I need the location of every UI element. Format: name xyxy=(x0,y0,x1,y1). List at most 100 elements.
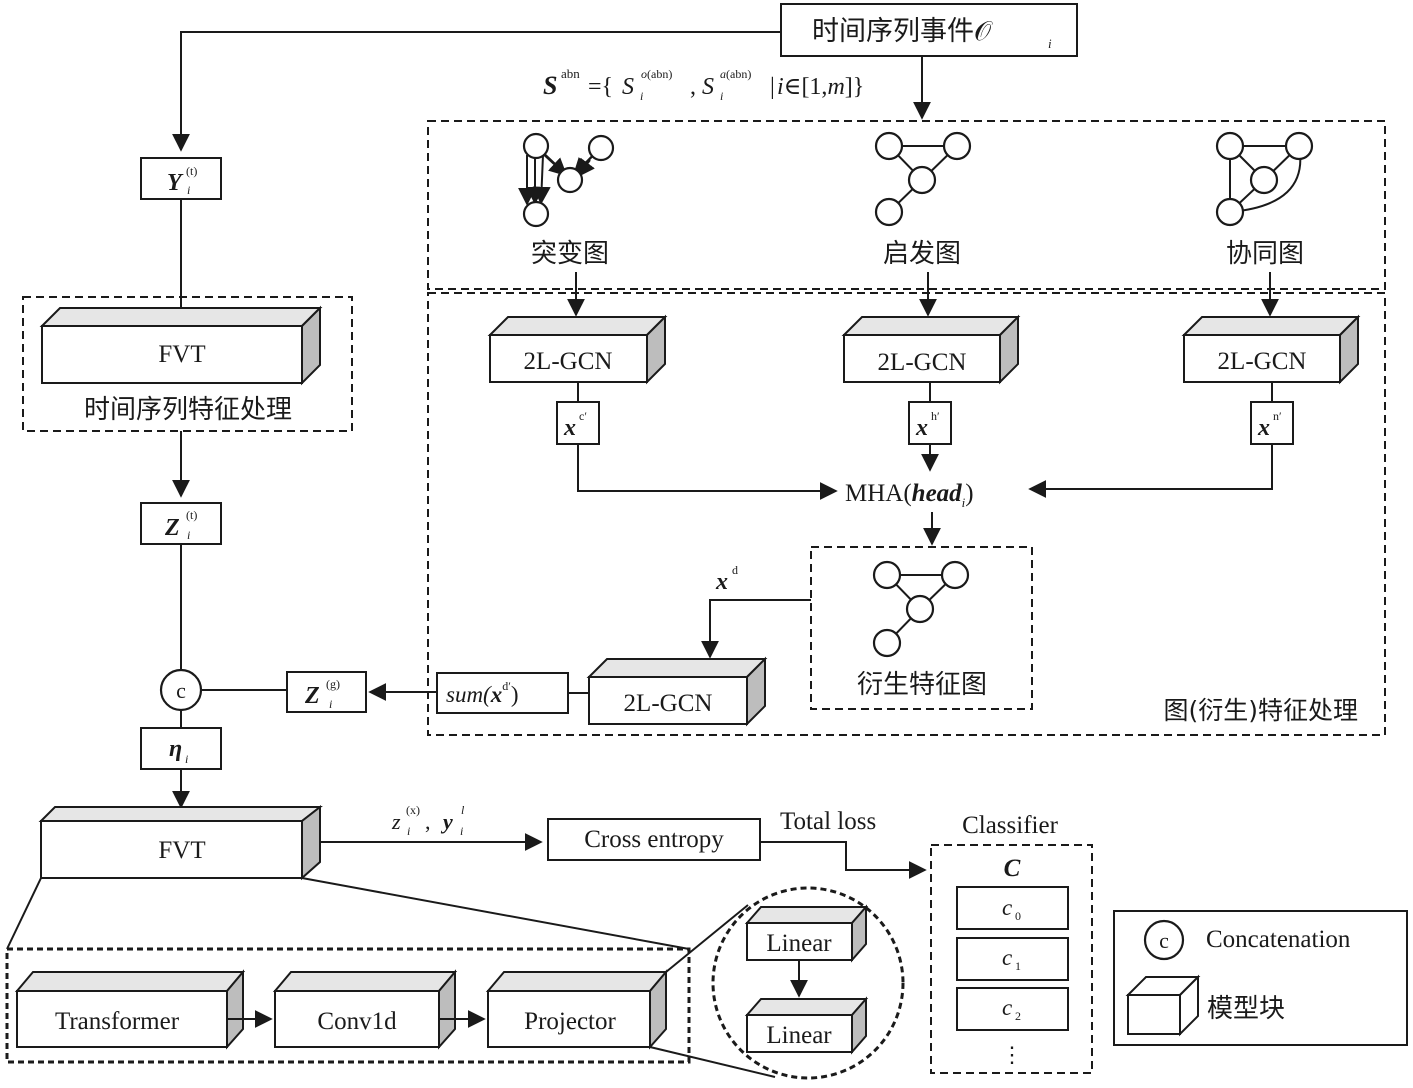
xc-box: x c′ xyxy=(556,401,600,445)
graph-processing-region xyxy=(427,292,1386,736)
svg-text:S: S xyxy=(622,74,634,100)
svg-text:x: x xyxy=(915,415,928,441)
zg-box: Z (g) i xyxy=(286,671,367,713)
svg-text:,: , xyxy=(690,74,696,100)
y-box: Y (t) i xyxy=(140,157,222,200)
svg-text:c′: c′ xyxy=(579,409,587,423)
event-label-sub: i xyxy=(1048,36,1052,51)
classifier-ellipsis: ⋮ xyxy=(1001,1042,1023,1067)
svg-text:i∈[1,m]}: i∈[1,m]} xyxy=(777,74,864,100)
svg-text:a(abn): a(abn) xyxy=(720,67,751,81)
gcn-n-label: 2L-GCN xyxy=(1218,348,1307,375)
svg-text:n′: n′ xyxy=(1273,409,1282,423)
fvt-block-top: FVT xyxy=(39,305,323,386)
svg-text:i: i xyxy=(329,697,332,711)
collab-graph: 协同图 xyxy=(1215,131,1314,269)
arrow-xc-to-mha xyxy=(577,444,838,500)
svg-text:c: c xyxy=(176,678,186,703)
xh-box: x h′ xyxy=(908,401,952,445)
total-loss-label: Total loss xyxy=(780,808,876,835)
derived-graph-label: 衍生特征图 xyxy=(857,670,987,700)
svg-text:={: ={ xyxy=(588,74,613,100)
heuristic-graph: 启发图 xyxy=(874,131,972,269)
arrow-event-to-y xyxy=(172,31,781,152)
classifier-C: C xyxy=(1004,855,1021,882)
svg-text:Z: Z xyxy=(304,683,320,709)
gcn-block-n: 2L-GCN xyxy=(1181,314,1361,385)
event-label: 时间序列事件𝒪 xyxy=(812,16,993,47)
svg-text:η: η xyxy=(169,736,182,762)
legend-block-label: 模型块 xyxy=(1207,994,1285,1024)
svg-text:x: x xyxy=(1257,415,1270,441)
gcn-block-h: 2L-GCN xyxy=(841,314,1021,385)
heuristic-graph-label: 启发图 xyxy=(883,239,961,269)
svg-text:|: | xyxy=(770,74,775,100)
svg-text:c: c xyxy=(1002,945,1012,970)
svg-text:S: S xyxy=(702,74,714,100)
s-abn-text: S xyxy=(543,71,557,100)
svg-text:i: i xyxy=(185,752,188,766)
svg-text:Projector: Projector xyxy=(524,1008,616,1035)
conv1d-block: Conv1d xyxy=(272,969,458,1050)
gcn-block-c: 2L-GCN xyxy=(487,314,668,385)
svg-text:2: 2 xyxy=(1015,1009,1021,1023)
svg-text:i: i xyxy=(187,528,190,542)
arrow-xn-to-mha xyxy=(1028,444,1273,498)
svg-text:Transformer: Transformer xyxy=(55,1008,180,1035)
graph-construction-region xyxy=(427,120,1386,290)
linear-block-2: Linear xyxy=(744,996,869,1055)
linear-block-1: Linear xyxy=(744,904,869,963)
classifier-item-0: c 0 xyxy=(956,886,1069,930)
derived-graph-box: 衍生特征图 xyxy=(810,546,1033,710)
svg-text:y: y xyxy=(440,809,453,834)
fvt-bottom-label: FVT xyxy=(158,837,205,864)
graph-processing-label: 图(衍生)特征处理 xyxy=(1163,696,1358,725)
svg-text:(x): (x) xyxy=(406,803,420,817)
fvt-pipeline-box xyxy=(5,947,691,1064)
arrow-derived-to-gcn xyxy=(701,599,811,659)
fvt-top-label: FVT xyxy=(158,341,205,368)
svg-text:i: i xyxy=(407,824,410,838)
svg-text:sum(xd′): sum(xd′) xyxy=(446,679,519,707)
gcn-d-label: 2L-GCN xyxy=(624,690,713,717)
gcn-h-label: 2L-GCN xyxy=(878,349,967,376)
mutation-graph: 突变图 xyxy=(518,132,615,269)
svg-text:Z: Z xyxy=(164,515,180,541)
mha-node: MHA(headi) xyxy=(845,480,974,510)
svg-text:h′: h′ xyxy=(931,409,940,423)
svg-text:i: i xyxy=(720,89,723,103)
classifier-title: Classifier xyxy=(962,812,1058,839)
sum-box: sum(xd′) xyxy=(436,672,569,714)
svg-text:i: i xyxy=(187,183,190,197)
ts-processing-region xyxy=(22,296,353,432)
gcn-block-d: 2L-GCN xyxy=(586,656,768,727)
svg-text:(t): (t) xyxy=(186,508,197,522)
legend-concat-symbol: c xyxy=(1159,928,1169,953)
collab-graph-label: 协同图 xyxy=(1226,239,1304,269)
projector-block: Projector xyxy=(485,969,669,1050)
svg-text:Cross entropy: Cross entropy xyxy=(584,826,724,853)
svg-text:0: 0 xyxy=(1015,909,1021,923)
svg-text:i: i xyxy=(640,89,643,103)
zt-box: Z (t) i xyxy=(140,502,222,545)
eta-box: η i xyxy=(140,727,222,770)
svg-text:,: , xyxy=(425,809,431,834)
classifier-box xyxy=(930,844,1093,1074)
fvt-block-bottom: FVT xyxy=(38,804,323,881)
projector-detail-circle xyxy=(711,886,905,1080)
svg-text:c: c xyxy=(1002,995,1012,1020)
arrow-ce-to-classifier xyxy=(760,841,927,879)
gcn-c-label: 2L-GCN xyxy=(524,348,613,375)
legend: c Concatenation 模型块 xyxy=(1113,910,1408,1046)
svg-text:(t): (t) xyxy=(186,164,197,178)
event-box: 时间序列事件𝒪 i xyxy=(780,3,1078,57)
svg-text:Linear: Linear xyxy=(766,930,832,957)
classifier-item-1: c 1 xyxy=(956,937,1069,981)
xn-box: x n′ xyxy=(1250,401,1294,445)
ts-processing-label: 时间序列特征处理 xyxy=(84,395,292,425)
svg-text:Linear: Linear xyxy=(766,1022,832,1049)
xd-sup: d xyxy=(732,563,738,577)
legend-concat-label: Concatenation xyxy=(1206,926,1351,953)
mha-text: MHA(headi) xyxy=(845,480,974,510)
svg-text:l: l xyxy=(461,803,465,817)
